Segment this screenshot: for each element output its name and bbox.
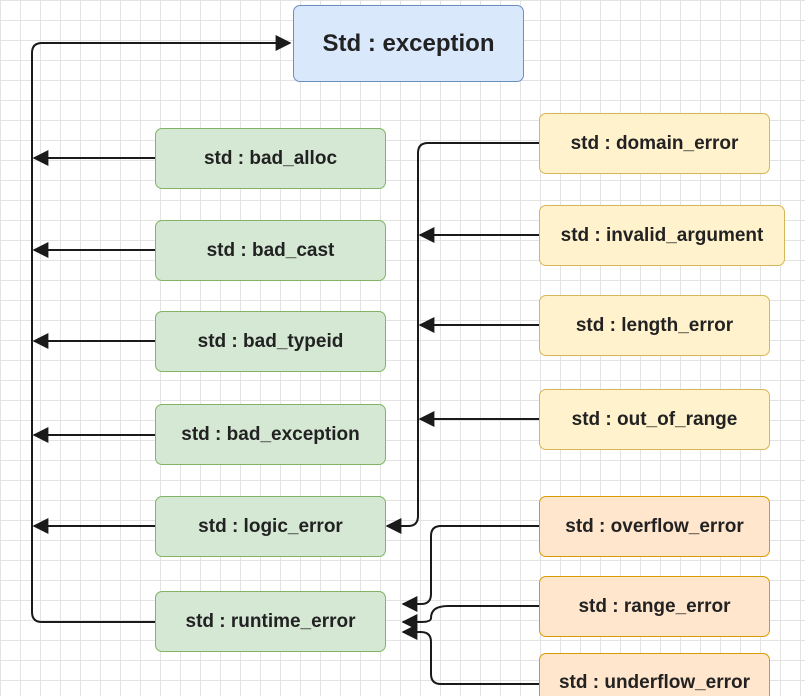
underflow-error-label: std : underflow_error bbox=[558, 672, 751, 693]
domain-error-label: std : domain_error bbox=[570, 132, 739, 154]
underflow-error-node: std : underflow_error bbox=[539, 653, 770, 696]
runtime-error-label: std : runtime_error bbox=[185, 610, 356, 632]
out-of-range-node: std : out_of_range bbox=[539, 389, 770, 450]
edge-domain-error-to-logic-error bbox=[385, 142, 539, 534]
overflow-error-label: std : overflow_error bbox=[565, 515, 744, 537]
out-of-range-label: std : out_of_range bbox=[571, 408, 738, 430]
bad-exception-label: std : bad_exception bbox=[181, 423, 360, 445]
bad-exception-node: std : bad_exception bbox=[155, 404, 386, 465]
edge-overflow-error-to-runtime-error bbox=[401, 525, 539, 612]
edge-runtime-error-to-exception bbox=[31, 35, 292, 623]
edge-range-error-to-runtime-error bbox=[401, 605, 539, 630]
bad-typeid-label: std : bad_typeid bbox=[197, 330, 344, 352]
domain-error-node: std : domain_error bbox=[539, 113, 770, 174]
invalid-argument-node: std : invalid_argument bbox=[539, 205, 785, 266]
bad-typeid-node: std : bad_typeid bbox=[155, 311, 386, 372]
bad-alloc-label: std : bad_alloc bbox=[203, 147, 338, 169]
exception-node-label: Std : exception bbox=[322, 29, 495, 57]
exception-node: Std : exception bbox=[293, 5, 524, 82]
length-error-label: std : length_error bbox=[575, 314, 734, 336]
length-error-node: std : length_error bbox=[539, 295, 770, 356]
invalid-argument-label: std : invalid_argument bbox=[560, 224, 764, 246]
range-error-label: std : range_error bbox=[578, 595, 731, 617]
overflow-error-node: std : overflow_error bbox=[539, 496, 770, 557]
logic-error-label: std : logic_error bbox=[198, 515, 343, 537]
bad-cast-label: std : bad_cast bbox=[206, 239, 335, 261]
range-error-node: std : range_error bbox=[539, 576, 770, 637]
edge-underflow-error-to-runtime-error bbox=[401, 624, 539, 685]
logic-error-node: std : logic_error bbox=[155, 496, 386, 557]
bad-alloc-node: std : bad_alloc bbox=[155, 128, 386, 189]
bad-cast-node: std : bad_cast bbox=[155, 220, 386, 281]
runtime-error-node: std : runtime_error bbox=[155, 591, 386, 652]
